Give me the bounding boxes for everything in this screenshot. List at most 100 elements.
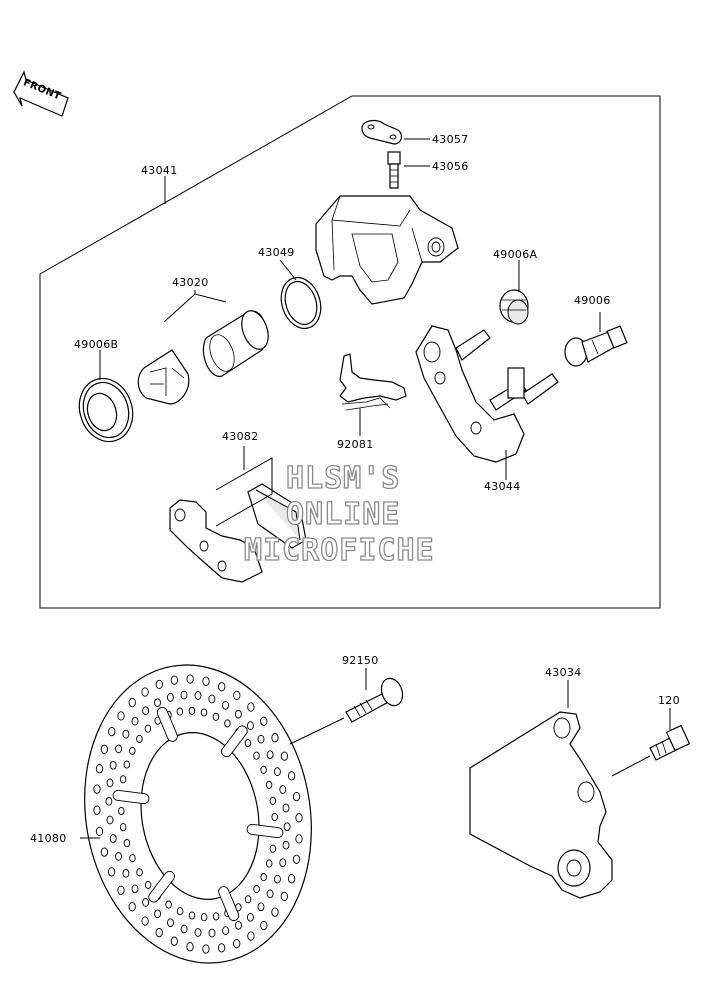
disc-vent-hole xyxy=(279,785,287,794)
disc-vent-hole xyxy=(136,734,143,743)
caliper-assembly-box xyxy=(39,95,661,609)
disc-vent-hole xyxy=(119,823,127,832)
disc-vent-hole xyxy=(109,834,117,843)
disc-vent-hole xyxy=(273,874,281,884)
disc-vent-hole xyxy=(188,911,196,920)
disc-vent-hole xyxy=(142,706,150,716)
leader-92150-disc xyxy=(289,717,345,745)
disc-vent-hole xyxy=(115,744,123,754)
disc-vent-hole xyxy=(107,867,116,877)
disc-vent-hole xyxy=(154,698,161,708)
label-43049: 43049 xyxy=(258,246,295,259)
disc-vent-hole xyxy=(123,839,131,848)
disc-vent-hole xyxy=(208,694,216,704)
disc-vent-hole xyxy=(142,898,150,907)
label-92150: 92150 xyxy=(342,654,379,667)
disc-vent-hole xyxy=(106,815,114,825)
disc-vent-hole xyxy=(257,734,265,744)
disc-vent-hole xyxy=(136,868,143,877)
disc-vent-hole xyxy=(95,826,104,837)
disc-vent-hole xyxy=(115,852,123,861)
disc-vent-holes xyxy=(93,674,303,954)
disc-vent-hole xyxy=(155,927,163,938)
disc-vent-hole xyxy=(260,716,268,726)
disc-slot xyxy=(112,789,150,805)
disc-slots xyxy=(112,706,284,922)
disc-vent-hole xyxy=(280,891,288,902)
disc-vent-hole xyxy=(295,834,303,844)
disc-vent-hole xyxy=(105,796,113,806)
part-92150-bolt xyxy=(345,677,404,723)
disc-vent-hole xyxy=(260,920,268,931)
watermark-line-2: ONLINE xyxy=(286,497,400,532)
disc-vent-hole xyxy=(279,858,287,868)
disc-vent-hole xyxy=(141,916,149,926)
disc-vent-hole xyxy=(194,928,202,937)
disc-vent-hole xyxy=(260,873,267,882)
disc-vent-hole xyxy=(108,726,116,737)
part-43034-guard xyxy=(469,711,613,899)
part-caliper-body xyxy=(315,195,459,305)
disc-vent-hole xyxy=(218,682,226,692)
label-43020: 43020 xyxy=(172,276,209,289)
disc-vent-hole xyxy=(202,676,210,686)
front-arrow: FRONT xyxy=(13,70,69,117)
disc-vent-hole xyxy=(287,771,296,781)
disc-vent-hole xyxy=(155,679,163,690)
disc-vent-hole xyxy=(93,784,101,794)
disc-vent-hole xyxy=(194,691,202,700)
disc-vent-hole xyxy=(212,912,220,921)
disc-vent-hole xyxy=(247,702,255,712)
disc-vent-hole xyxy=(180,690,188,700)
leader-43049 xyxy=(279,259,297,281)
disc-vent-hole xyxy=(180,924,188,934)
part-120-bolt xyxy=(649,724,691,761)
disc-slot xyxy=(221,725,248,758)
leader-43082-box xyxy=(215,457,273,527)
disc-vent-hole xyxy=(118,806,125,816)
disc-slot xyxy=(148,870,175,903)
disc-vent-hole xyxy=(170,936,178,946)
disc-vent-hole xyxy=(95,764,104,774)
disc-vent-hole xyxy=(260,765,267,774)
disc-vent-hole xyxy=(246,721,254,730)
label-43082: 43082 xyxy=(222,430,259,443)
label-92081: 92081 xyxy=(337,438,374,451)
disc-vent-hole xyxy=(186,942,194,952)
part-43044-bracket xyxy=(415,325,559,463)
part-49006A-boot xyxy=(499,289,529,325)
disc-slot xyxy=(218,886,240,922)
part-43020-piston xyxy=(202,310,269,377)
disc-vent-hole xyxy=(253,751,260,760)
disc-vent-hole xyxy=(292,854,301,864)
disc-vent-hole xyxy=(93,805,101,815)
disc-vent-hole xyxy=(176,707,184,716)
label-43056: 43056 xyxy=(432,160,469,173)
disc-slot xyxy=(246,823,284,839)
watermark-line-3: MICROFICHE xyxy=(244,533,435,568)
disc-vent-hole xyxy=(141,687,149,697)
disc-vent-hole xyxy=(266,750,274,760)
disc-vent-hole xyxy=(244,895,252,904)
disc-vent-hole xyxy=(170,675,179,685)
label-43044: 43044 xyxy=(484,480,521,493)
label-49006B: 49006B xyxy=(74,338,118,351)
disc-vent-hole xyxy=(208,928,216,938)
label-43034: 43034 xyxy=(545,666,582,679)
disc-vent-hole xyxy=(273,767,281,776)
watermark-line-1: HLSM'S xyxy=(286,461,400,496)
disc-vent-hole xyxy=(247,931,255,941)
disc-vent-hole xyxy=(117,711,125,721)
disc-vent-hole xyxy=(165,900,172,909)
part-43056-bleeder-valve xyxy=(387,151,401,189)
disc-vent-hole xyxy=(217,943,226,953)
disc-vent-hole xyxy=(253,885,260,894)
leader-120-guard xyxy=(611,755,651,777)
disc-vent-hole xyxy=(122,729,130,739)
disc-vent-hole xyxy=(244,739,252,748)
label-43041: 43041 xyxy=(141,164,178,177)
disc-vent-hole xyxy=(128,697,136,708)
disc-vent-hole xyxy=(287,874,296,884)
part-49006-pin-boot xyxy=(564,325,628,367)
